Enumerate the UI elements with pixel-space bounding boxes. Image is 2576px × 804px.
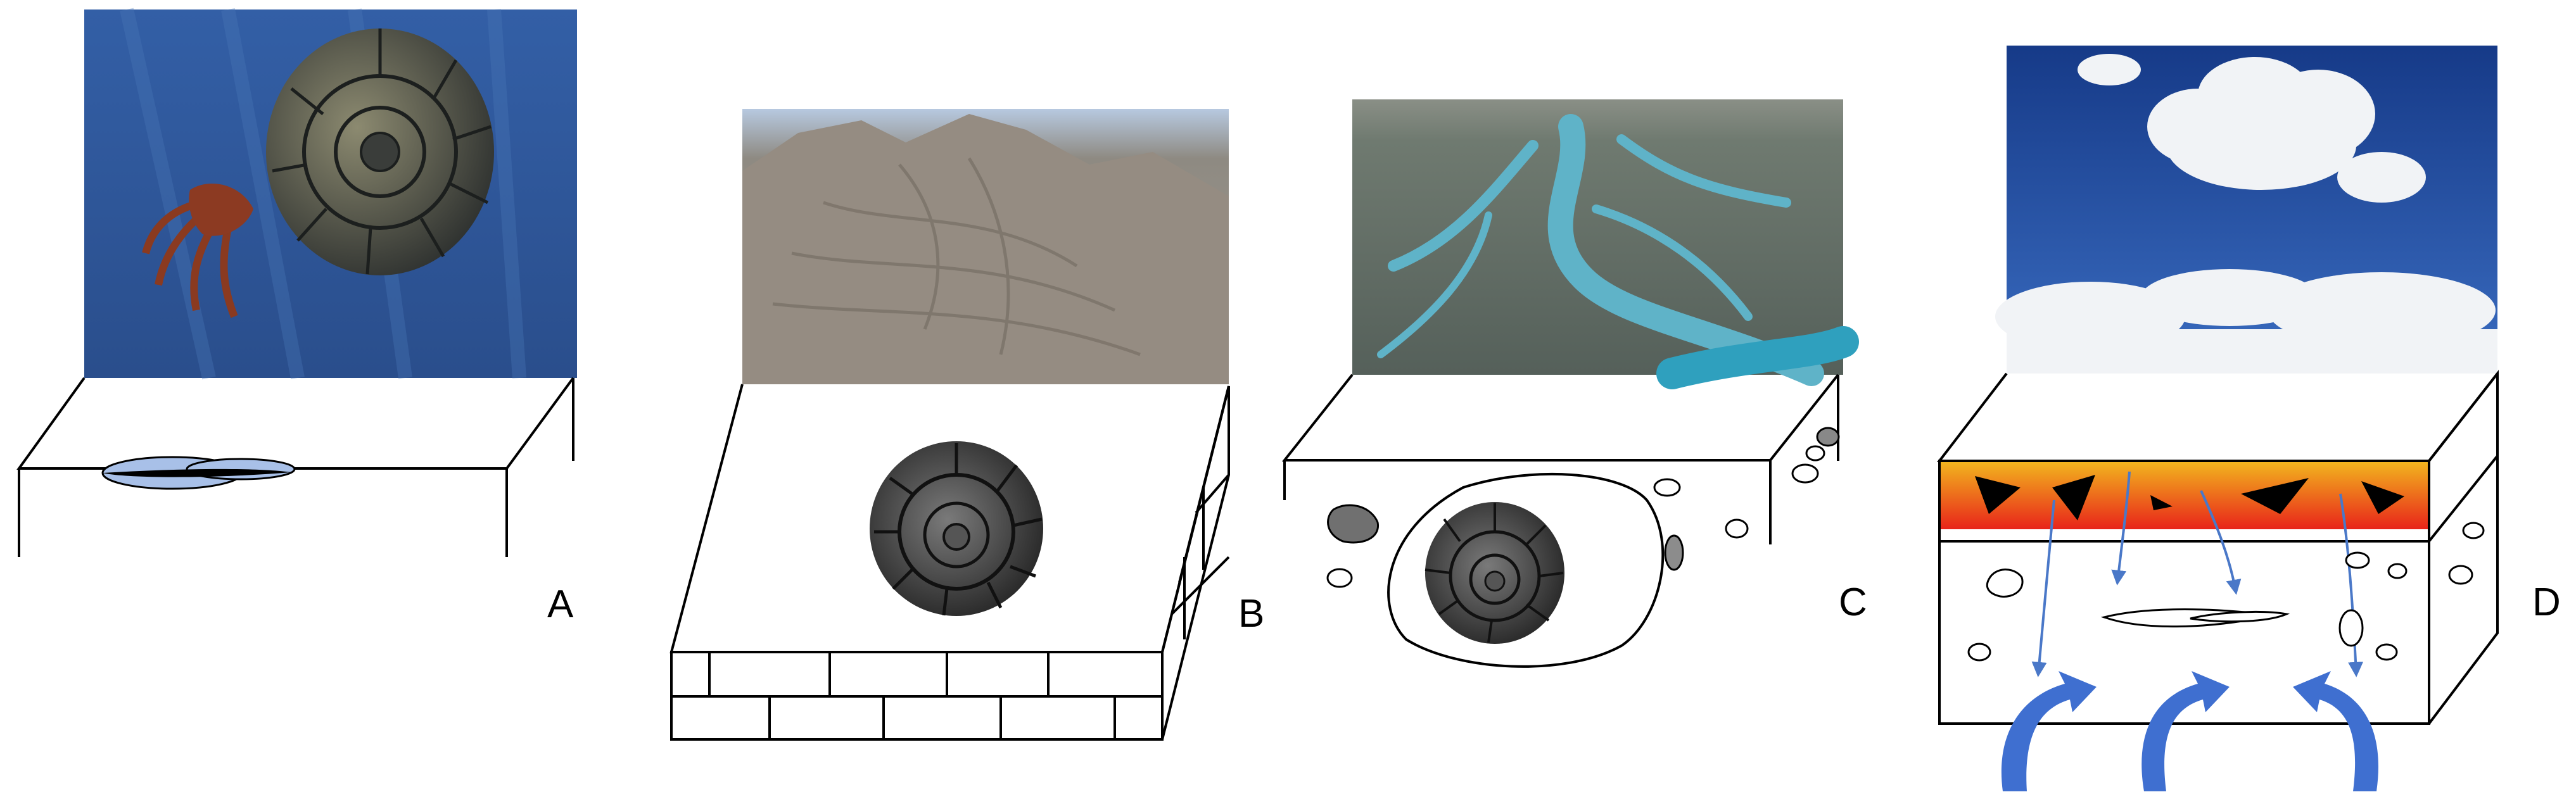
panel-a: A: [16, 8, 577, 626]
pebbles: [1326, 427, 1840, 588]
dissolved-shell-mold: [2100, 608, 2290, 628]
soil-horizon: [1941, 462, 2428, 529]
fossil-lens: [101, 456, 296, 490]
upwelling-arrow-icon: [2001, 671, 2378, 791]
panel-b: B: [669, 109, 1264, 741]
river-photo: [1352, 99, 1843, 375]
sediment-slab: [16, 377, 574, 557]
cumulus-clouds: [1995, 54, 2497, 374]
mountain-ridge: [742, 114, 1229, 384]
pebbles: [1967, 522, 2485, 662]
panel-label-d: D: [2532, 581, 2561, 624]
water-arrow-icon: [2031, 471, 2364, 677]
limestone-block: [669, 384, 1230, 741]
panel-d: D: [1936, 46, 2561, 791]
panel-label-c: C: [1839, 581, 1867, 624]
soil-clasts: [1975, 475, 2404, 520]
ammonite-icon: [142, 28, 494, 318]
ammonite-icon: [870, 441, 1043, 616]
soil-block: [1936, 370, 2499, 725]
braided-channels: [1377, 114, 1859, 389]
conglomerate-block: [1281, 374, 1839, 544]
panel-c: C: [1281, 99, 1867, 668]
panel-label-b: B: [1238, 592, 1264, 636]
rock-strata: [772, 157, 1141, 356]
ammonite-icon: [1424, 502, 1564, 644]
panel-label-a: A: [547, 582, 574, 626]
